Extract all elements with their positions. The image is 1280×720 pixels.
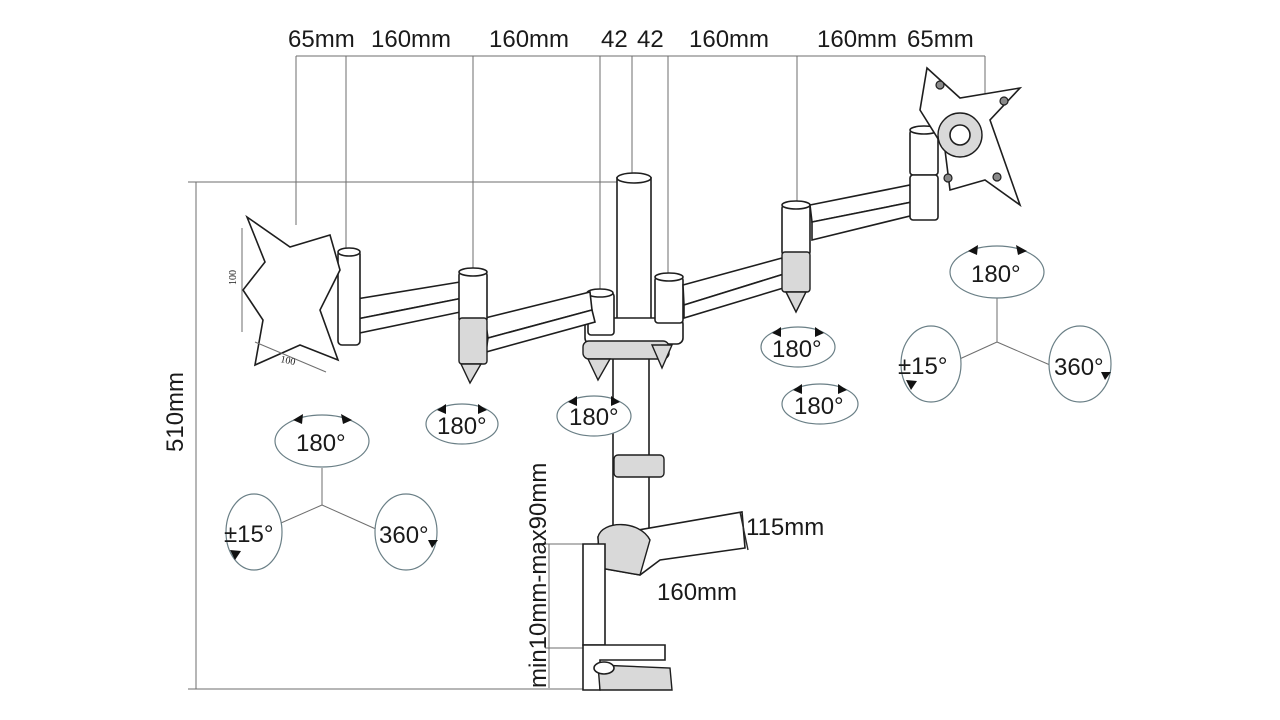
center-pole [582, 172, 684, 536]
clamp-thickness-label: min10mm-max90mm [525, 463, 552, 688]
top-dimension-group: 65mm 160mm 160mm 42 42 160mm 160mm 65mm [288, 26, 986, 292]
left-rotate-label: 360° [379, 522, 429, 549]
left-swivel-label: ±15° [224, 521, 273, 548]
dim-center-42-a: 42 [601, 26, 628, 53]
center-rotation-label: 180° [569, 404, 619, 431]
dim-right-160-a: 160mm [689, 26, 769, 53]
base-depth-label: 160mm [657, 579, 737, 606]
dim-left-160-b: 160mm [489, 26, 569, 53]
right-rotation-diagram: 180° ±15° 360° [898, 245, 1112, 403]
center-rotation: 180° [556, 395, 632, 437]
dim-right-65: 65mm [907, 26, 974, 53]
dim-left-65: 65mm [288, 26, 355, 53]
right-elbow-a-label: 180° [772, 336, 822, 363]
right-elbow-b-label: 180° [794, 393, 844, 420]
left-rotation-diagram: 180° ±15° 360° [224, 414, 438, 571]
right-elbow-rotation-b: 180° [781, 383, 859, 425]
right-vesa-plate [919, 66, 1023, 208]
dim-center-42-b: 42 [637, 26, 664, 53]
dim-left-160-a: 160mm [371, 26, 451, 53]
left-elbow-rotation: 180° [425, 403, 499, 445]
vesa-label-vertical: 100 [228, 270, 239, 285]
right-swivel-label: ±15° [898, 353, 947, 380]
left-elbow-label: 180° [437, 413, 487, 440]
right-tilt-label: 180° [971, 261, 1021, 288]
height-label: 510mm [162, 372, 189, 452]
left-tilt-label: 180° [296, 430, 346, 457]
right-rotate-label: 360° [1054, 354, 1104, 381]
right-arm [682, 125, 939, 320]
left-arm [337, 247, 596, 385]
dim-right-160-b: 160mm [817, 26, 897, 53]
left-vesa-plate: 100 100 [228, 214, 341, 373]
vesa-label-horizontal: 100 [279, 354, 296, 368]
base-width-label: 115mm [746, 514, 824, 541]
desk-clamp [582, 511, 749, 691]
right-elbow-rotation-a: 180° [760, 326, 836, 368]
